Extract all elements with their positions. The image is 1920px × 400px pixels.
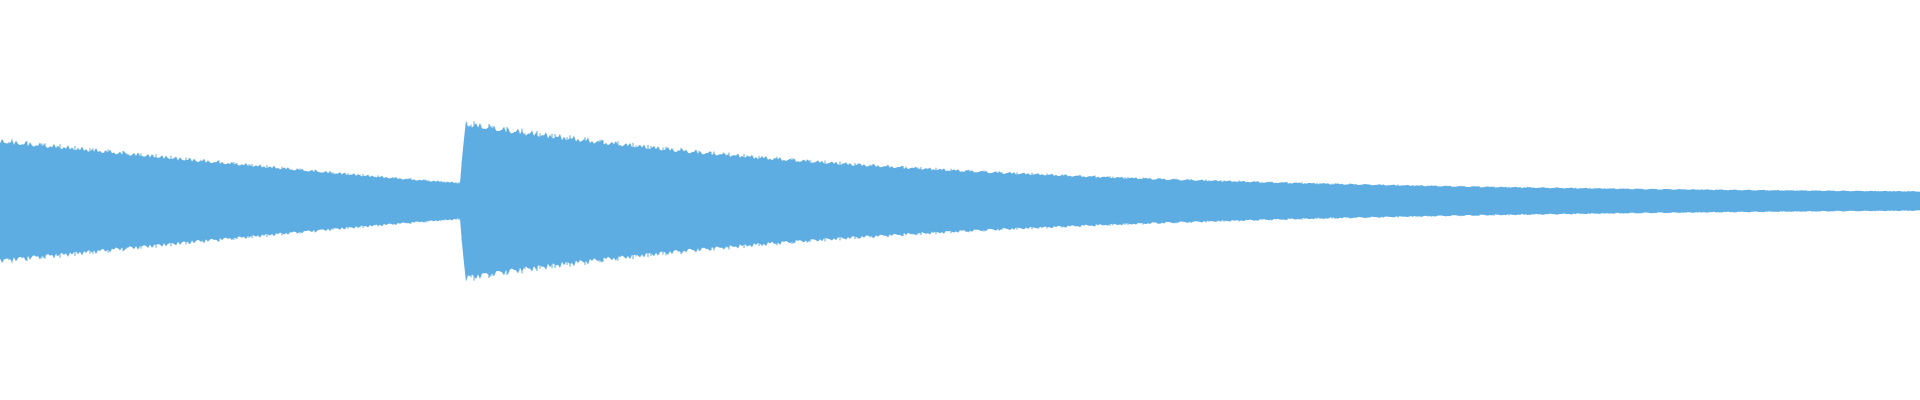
waveform-strokes <box>0 121 1918 281</box>
waveform-stroke-lines <box>0 121 1918 281</box>
